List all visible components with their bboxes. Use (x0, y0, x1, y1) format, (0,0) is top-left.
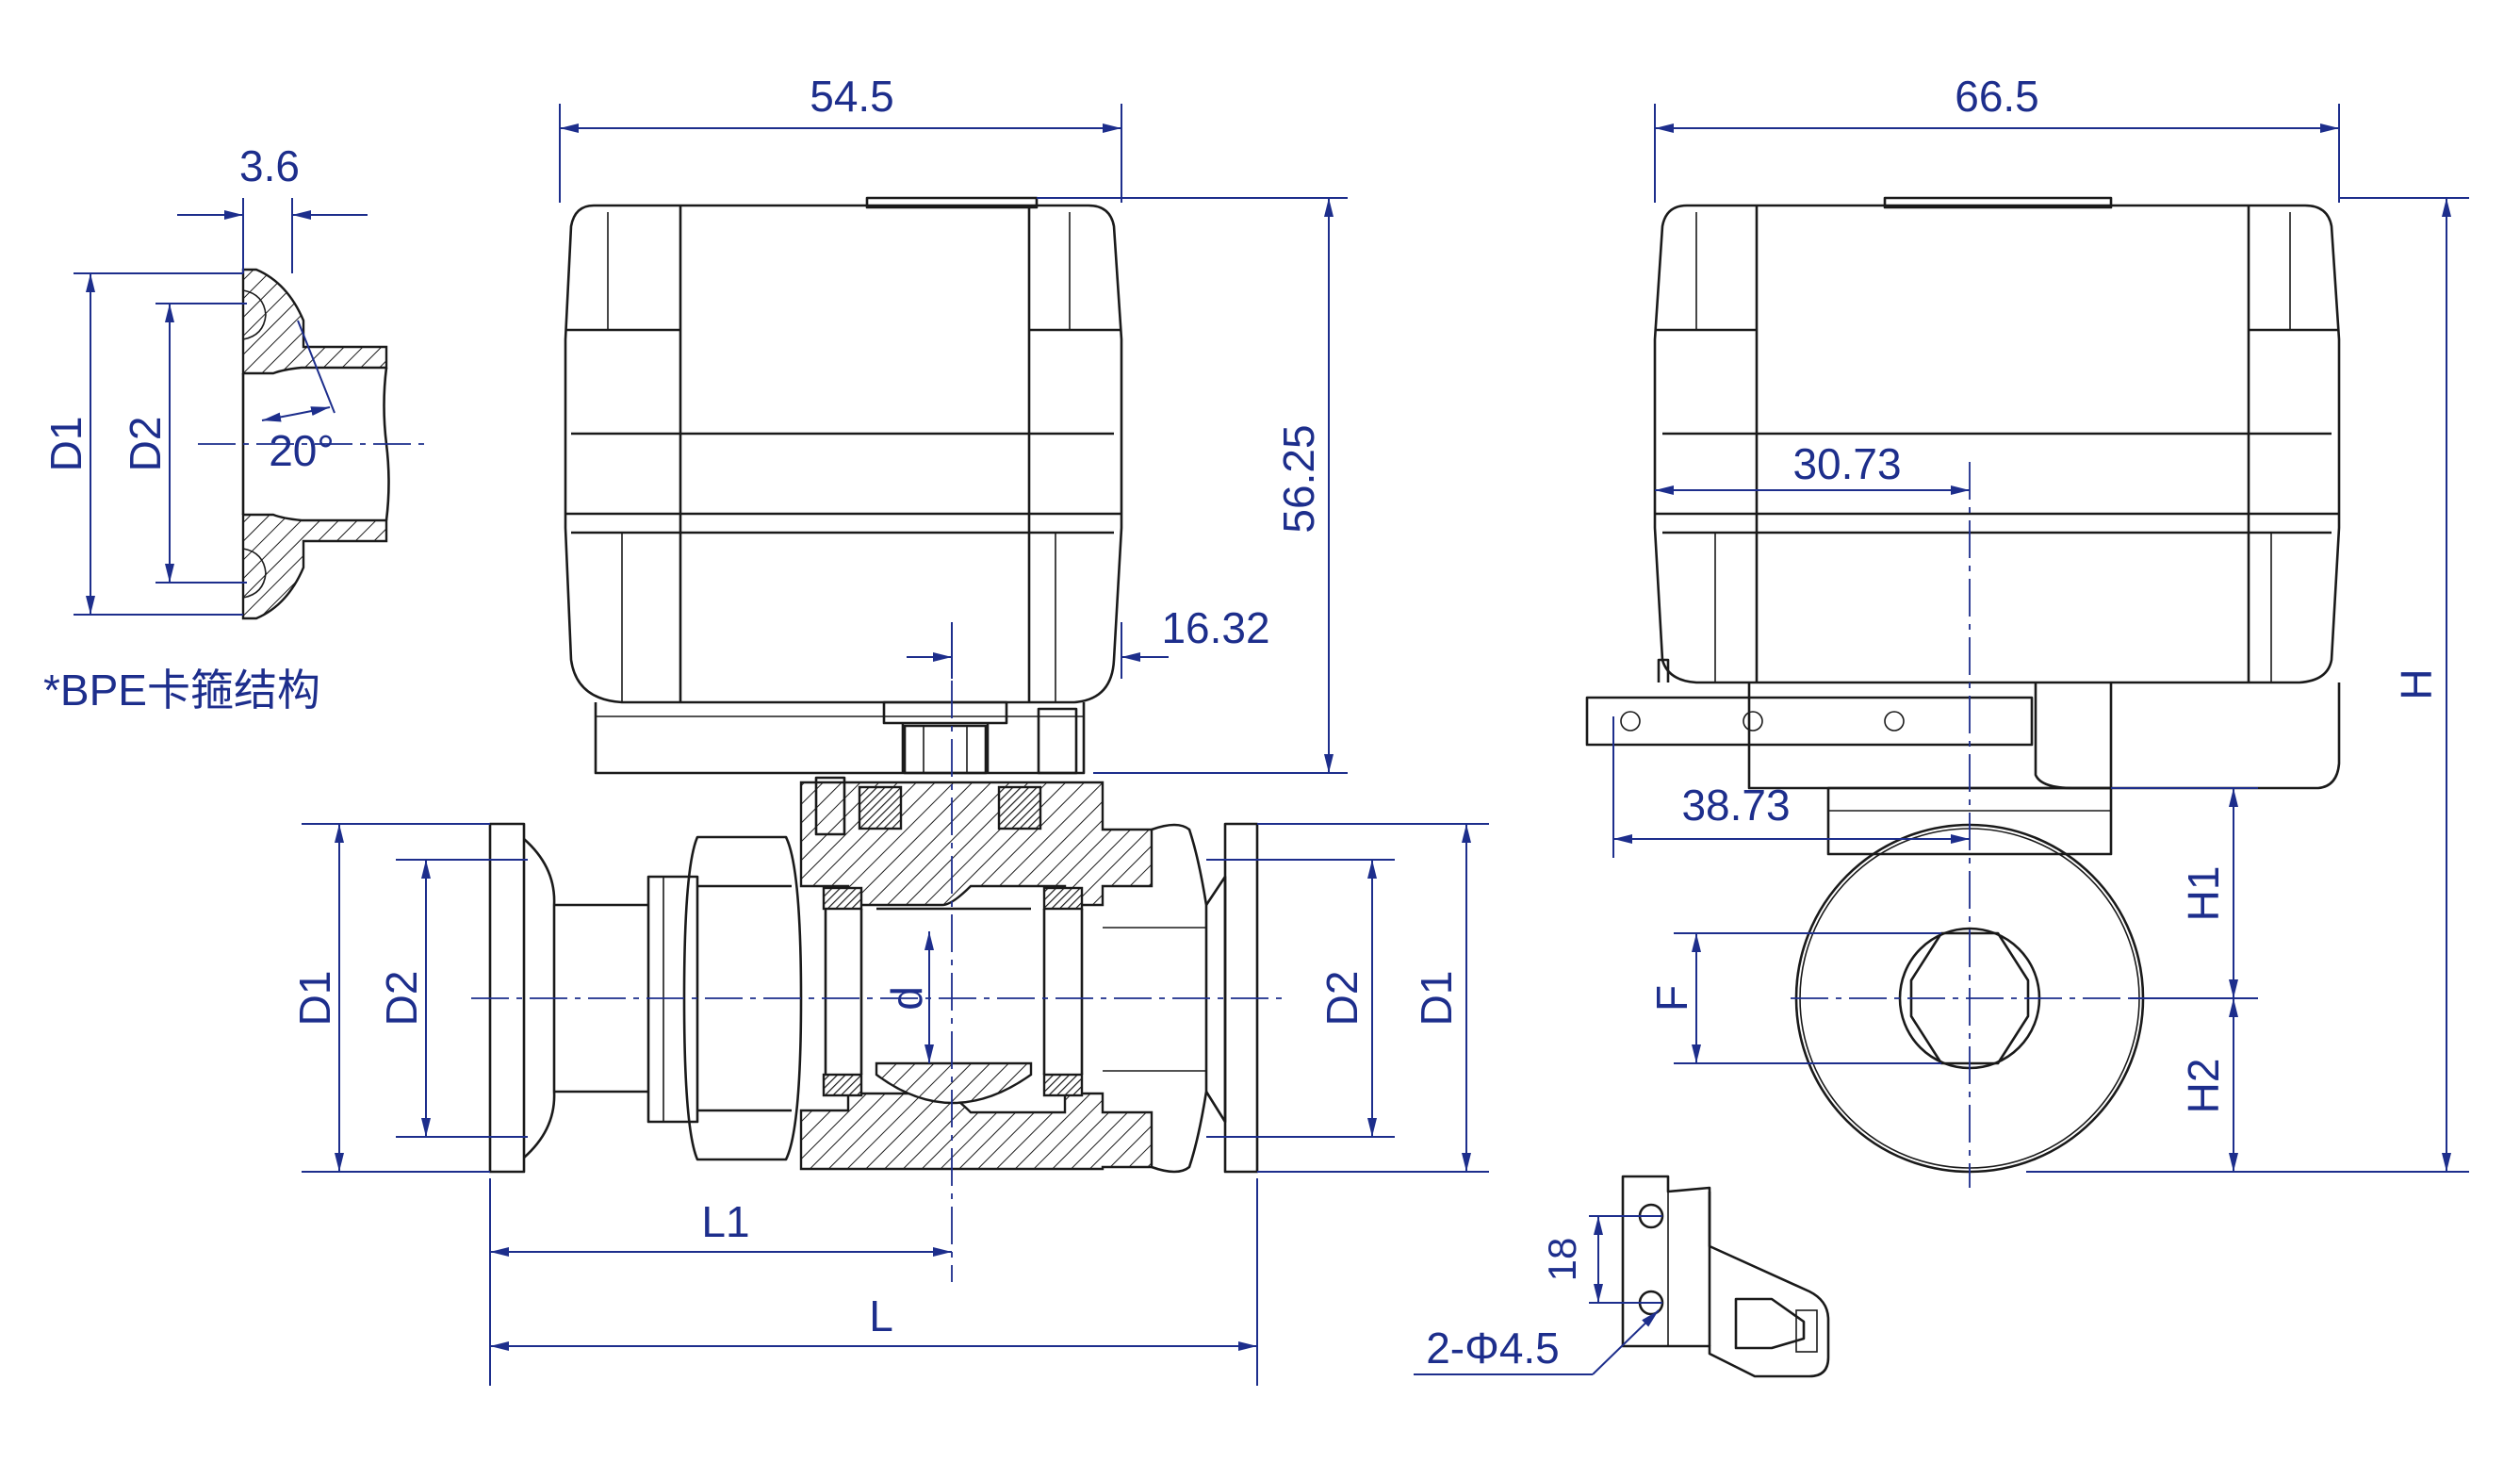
detail-angle-label: 20° (269, 426, 335, 475)
side-actuator (1585, 196, 2341, 856)
front-d2-left-label: D2 (377, 971, 426, 1027)
side-view: 66.5 30.73 38.73 H H1 H2 F (1585, 72, 2469, 1188)
detail-3-6-label: 3.6 (239, 141, 300, 190)
bpe-clamp-note: *BPE卡箍结构 (43, 666, 320, 715)
side-h2-label: H2 (2179, 1059, 2228, 1114)
front-d1-right-label: D1 (1412, 971, 1461, 1027)
front-offset-label: 16.32 (1161, 603, 1269, 652)
front-valve-body (471, 622, 1282, 1282)
front-l1-label: L1 (701, 1197, 749, 1246)
front-width-label: 54.5 (810, 72, 894, 121)
side-h-label: H (2392, 668, 2441, 699)
front-d2-right-label: D2 (1317, 971, 1366, 1027)
front-actuator (564, 196, 1123, 775)
side-f-label: F (1647, 985, 1696, 1011)
side-offset-b-label: 38.73 (1681, 781, 1790, 830)
detail-d1-label: D1 (41, 417, 90, 472)
side-valve-body (1791, 462, 2145, 1188)
front-bore-label: d (882, 986, 931, 1011)
bracket-detail: 18 2-Φ4.5 (1414, 1175, 1830, 1378)
front-d1-left-label: D1 (290, 971, 339, 1027)
detail-d2-label: D2 (121, 417, 170, 472)
side-width-label: 66.5 (1955, 72, 2039, 121)
side-h1-label: H1 (2179, 866, 2228, 922)
front-view: 54.5 56.25 16.32 D1 D2 D2 D1 (290, 72, 1489, 1386)
bpe-clamp-detail: D1 D2 3.6 20° *BPE卡箍结构 (41, 141, 424, 715)
front-l-label: L (869, 1291, 893, 1340)
bracket-holes-label: 2-Φ4.5 (1426, 1324, 1560, 1373)
side-offset-a-label: 30.73 (1792, 439, 1901, 488)
front-height-label: 56.25 (1274, 424, 1323, 533)
bracket-spacing-label: 18 (1540, 1238, 1584, 1282)
